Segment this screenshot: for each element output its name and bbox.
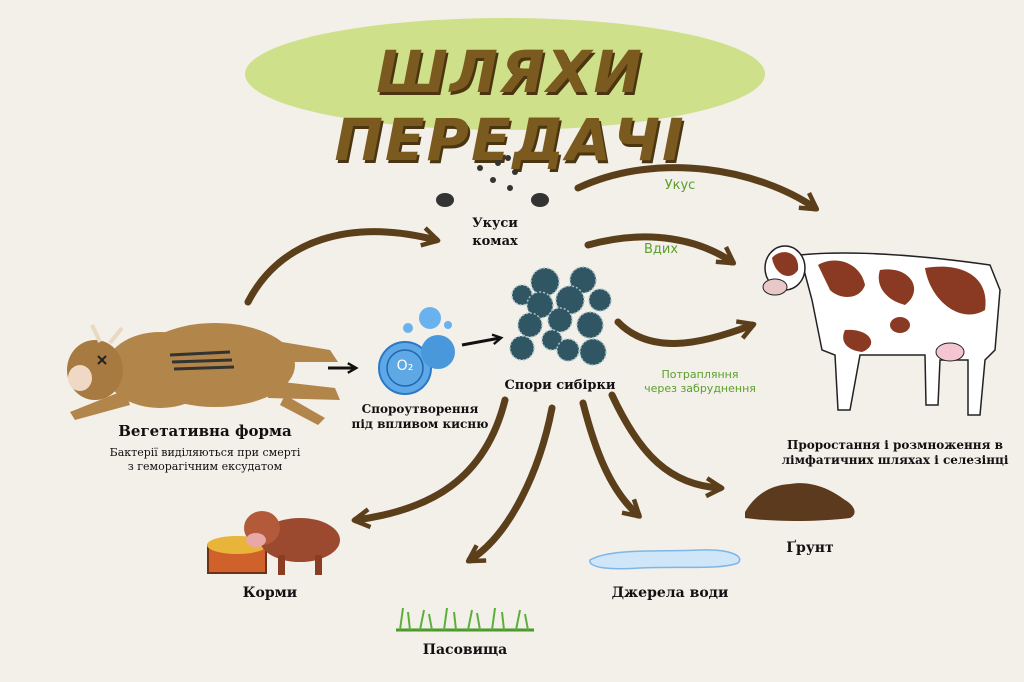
feed-cow-illustration bbox=[207, 511, 340, 575]
spores-label: Спори сибірки bbox=[504, 378, 616, 393]
arrow-inhale bbox=[584, 233, 737, 266]
transmission-arrows bbox=[244, 164, 820, 564]
sporulation-line2: під впливом кисню bbox=[351, 417, 489, 431]
vegetative-title: Вегетативна форма bbox=[118, 422, 292, 440]
cow-infected-line1: Проростання і розмноження в bbox=[787, 438, 1003, 452]
insects-line1: Укуси bbox=[472, 216, 518, 231]
route-contamination-line1: Потрапляння bbox=[661, 368, 739, 381]
arrow-to-water bbox=[579, 399, 642, 519]
route-inhale-label: Вдих bbox=[643, 242, 679, 257]
arrow-to-feed bbox=[351, 396, 509, 530]
vegetative-subtitle-line1: Бактерії виділяються при смерті bbox=[109, 446, 301, 459]
oxygen-bubbles bbox=[378, 307, 455, 395]
sporulation-line1: Спороутворення bbox=[361, 402, 479, 416]
title-background bbox=[245, 18, 765, 130]
cow-illustration bbox=[762, 245, 1001, 416]
insects-icon bbox=[436, 155, 549, 207]
route-bite-label: Укус bbox=[664, 178, 696, 193]
feed-label: Корми bbox=[242, 585, 298, 601]
grass-icon bbox=[396, 607, 534, 632]
water-puddle-icon bbox=[589, 549, 741, 570]
arrow-dead-to-insects bbox=[244, 226, 441, 306]
water-label: Джерела води bbox=[611, 585, 729, 601]
vegetative-subtitle-line2: з геморагічним ексудатом bbox=[127, 460, 283, 473]
soil-icon bbox=[745, 483, 855, 521]
o2-label: O₂ bbox=[396, 358, 414, 374]
arrow-to-soil bbox=[608, 391, 725, 499]
dead-cow-illustration bbox=[67, 323, 340, 425]
arrow-contamination bbox=[614, 318, 757, 347]
pasture-label: Пасовища bbox=[422, 642, 508, 658]
spores-cluster bbox=[509, 266, 612, 366]
soil-label: Ґрунт bbox=[786, 540, 834, 556]
page-title: ШЛЯХИ ПЕРЕДАЧІ bbox=[334, 38, 686, 174]
cow-infected-line2: лімфатичних шляхах і селезінці bbox=[781, 453, 1009, 467]
insects-line2: комах bbox=[472, 234, 518, 249]
arrow-to-pasture bbox=[465, 404, 556, 564]
route-contamination-line2: через забруднення bbox=[644, 382, 756, 395]
arrow-bite bbox=[574, 164, 820, 212]
